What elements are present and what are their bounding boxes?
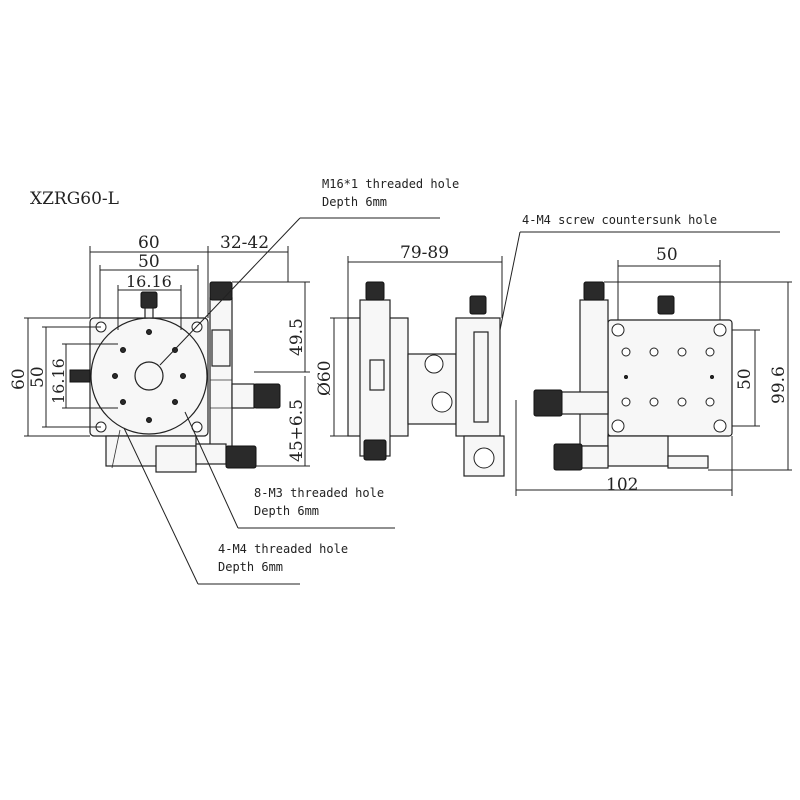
lower-micrometer-thimble — [225, 445, 257, 469]
bottom-block — [155, 445, 197, 473]
top-knob — [657, 295, 675, 315]
callout-m4-countersunk: 4-M4 screw countersunk hole — [522, 213, 717, 227]
top-column-knob — [583, 281, 605, 301]
side-slot — [369, 359, 385, 391]
dim-height-lower: 45+6.5 — [287, 399, 307, 462]
dim-height-50: 50 — [28, 366, 48, 388]
top-hole-grid — [621, 347, 715, 407]
dim-top-height-inner: 50 — [735, 368, 755, 390]
top-lower-body — [579, 445, 609, 469]
countersunk-hole — [713, 323, 727, 337]
side-bottom-thimble — [363, 439, 387, 461]
top-column — [579, 299, 609, 447]
callout-m3-line1: 8-M3 threaded hole — [254, 486, 384, 500]
vertical-slide-column — [209, 297, 233, 449]
top-micrometer-body — [559, 391, 609, 415]
countersunk-hole — [713, 419, 727, 433]
callouts: M16*1 threaded hole Depth 6mm 4-M4 screw… — [123, 177, 780, 585]
micrometer-body — [231, 383, 255, 409]
micrometer-thimble — [253, 383, 281, 409]
top-lower-thimble — [553, 443, 583, 471]
top-foot — [667, 455, 709, 469]
side-view — [347, 281, 505, 477]
dim-width-50: 50 — [138, 252, 160, 272]
dim-width-60: 60 — [138, 233, 160, 253]
side-bottom-hole — [473, 447, 495, 469]
dim-height-upper: 49.5 — [287, 318, 307, 356]
side-stage-rail — [473, 331, 489, 423]
dim-top-height-total: 99.6 — [769, 366, 789, 404]
top-bottom-block — [607, 435, 669, 467]
callout-m16-line1: M16*1 threaded hole — [322, 177, 459, 191]
side-top-knob — [365, 281, 385, 301]
top-knob — [140, 291, 158, 309]
vertical-knob — [209, 281, 233, 301]
side-round-hole — [431, 391, 453, 413]
dim-hole-spacing-x: 16.16 — [126, 272, 172, 291]
top-view — [533, 281, 733, 471]
countersunk-hole — [611, 323, 625, 337]
lock-knob — [69, 369, 91, 383]
dim-top-width: 50 — [656, 245, 678, 265]
dim-side-diameter: Ø60 — [315, 360, 335, 396]
front-view — [69, 281, 281, 473]
top-knob-shaft — [144, 307, 154, 319]
side-adjust-screw — [424, 354, 444, 374]
top-micrometer-thimble — [533, 389, 563, 417]
center-threaded-hole — [134, 361, 164, 391]
front-view-dimensions: 60 50 16.16 32-42 60 50 16.16 49.5 — [9, 233, 310, 467]
side-bottom-block — [463, 435, 505, 477]
dim-top-width-total: 102 — [606, 475, 638, 495]
countersunk-hole — [611, 419, 625, 433]
side-view-dimensions: 79-89 Ø60 — [315, 243, 503, 437]
callout-m4-line2: Depth 6mm — [218, 560, 283, 574]
dim-height-60: 60 — [9, 368, 29, 390]
callout-m3-line2: Depth 6mm — [254, 504, 319, 518]
callout-m4-line1: 4-M4 threaded hole — [218, 542, 348, 556]
m3-holes — [112, 329, 186, 423]
drawing-title: XZRG60-L — [30, 189, 119, 209]
top-view-dimensions: 50 50 99.6 102 — [515, 245, 792, 496]
column-detail — [211, 329, 231, 367]
callout-m16-line2: Depth 6mm — [322, 195, 387, 209]
dim-side-width: 79-89 — [400, 243, 449, 263]
dim-knob-travel: 32-42 — [220, 233, 269, 253]
side-stage-knob — [469, 295, 487, 315]
dim-hole-spacing-y: 16.16 — [49, 358, 68, 404]
